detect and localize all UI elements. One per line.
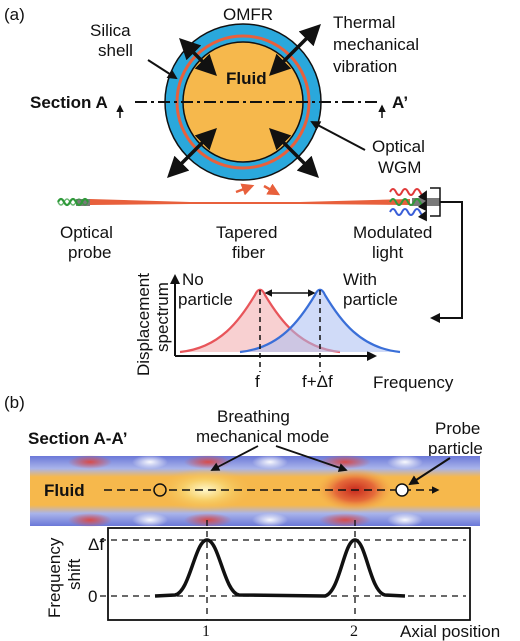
probe-particle — [395, 483, 409, 497]
frequency-label: Frequency — [373, 373, 454, 392]
axial-position-label: Axial position — [400, 622, 500, 641]
panel-b-tag: (b) — [4, 393, 25, 412]
probe-label-2: probe — [68, 243, 111, 262]
mode-hotspot-1 — [157, 468, 253, 512]
no-particle-label-2: particle — [178, 290, 233, 309]
probe-particle-label-1: Probe — [435, 419, 480, 438]
tick-df: Δf — [88, 535, 104, 554]
probe-wave — [57, 197, 89, 207]
shift-curve — [154, 538, 406, 598]
feedback-arrow — [430, 201, 463, 323]
thermal-label-1: Thermal — [333, 13, 395, 32]
with-particle-curve — [239, 288, 401, 354]
modulated-wave-red — [389, 188, 427, 202]
wgm-label-1: Optical — [372, 137, 425, 156]
thermal-label-2: mechanical — [333, 35, 419, 54]
breathing-pointer-2 — [275, 445, 348, 472]
shift-ylabel-2: shift — [65, 559, 84, 590]
displacement-ylabel-1: Displacement — [134, 273, 153, 376]
thermal-label-3: vibration — [333, 57, 397, 76]
breathing-pointer-1 — [210, 445, 259, 471]
panel-a-tag: (a) — [4, 5, 25, 24]
breathing-label-2: mechanical mode — [196, 427, 329, 446]
fluid-label-b: Fluid — [44, 481, 85, 500]
modulated-label-2: light — [372, 243, 403, 262]
flow-arrow-2 — [263, 183, 281, 196]
probe-label-1: Optical — [60, 223, 113, 242]
tapered-label-2: fiber — [232, 243, 265, 262]
tick-1: 1 — [202, 623, 210, 640]
displacement-spectrum-plot — [170, 274, 401, 372]
probe-wave-2 — [57, 198, 89, 206]
tick-2: 2 — [350, 623, 358, 640]
flow-arrow-1 — [235, 183, 255, 196]
fluid-label-a: Fluid — [226, 69, 267, 88]
modulated-wave-green — [389, 198, 427, 212]
omfr-label: OMFR — [223, 5, 273, 24]
displacement-ylabel-2: spectrum — [153, 282, 172, 352]
modulated-wave-blue — [389, 208, 427, 222]
probe-particle-label-2: particle — [428, 439, 483, 458]
vibration-arrows — [167, 24, 321, 178]
breathing-label-1: Breathing — [217, 407, 290, 426]
with-particle-label-1: With — [343, 270, 377, 289]
silica-pointer — [147, 59, 178, 80]
section-a-prime-label: A’ — [392, 93, 408, 112]
plot-frame — [107, 527, 471, 621]
particle-start — [153, 483, 167, 497]
probe-particle-pointer — [408, 457, 451, 486]
wgm-pointer — [310, 121, 366, 151]
silica-label-2: shell — [98, 41, 133, 60]
section-aa-label: Section A-A’ — [28, 429, 128, 448]
tapered-fiber — [76, 198, 440, 206]
tick-f: f — [255, 372, 260, 391]
capillary-tube — [30, 455, 480, 527]
tick-f-shift: f+Δf — [302, 372, 333, 391]
section-a-label: Section A — [30, 93, 108, 112]
modulated-label-1: Modulated — [353, 223, 432, 242]
with-particle-label-2: particle — [343, 290, 398, 309]
tapered-label-1: Tapered — [216, 223, 277, 242]
shift-ylabel-1: Frequency — [45, 537, 64, 618]
wgm-label-2: WGM — [378, 158, 421, 177]
silica-label-1: Silica — [90, 21, 131, 40]
tick-0: 0 — [88, 587, 97, 606]
frequency-shift-plot — [100, 520, 471, 621]
no-particle-label-1: No — [182, 270, 204, 289]
